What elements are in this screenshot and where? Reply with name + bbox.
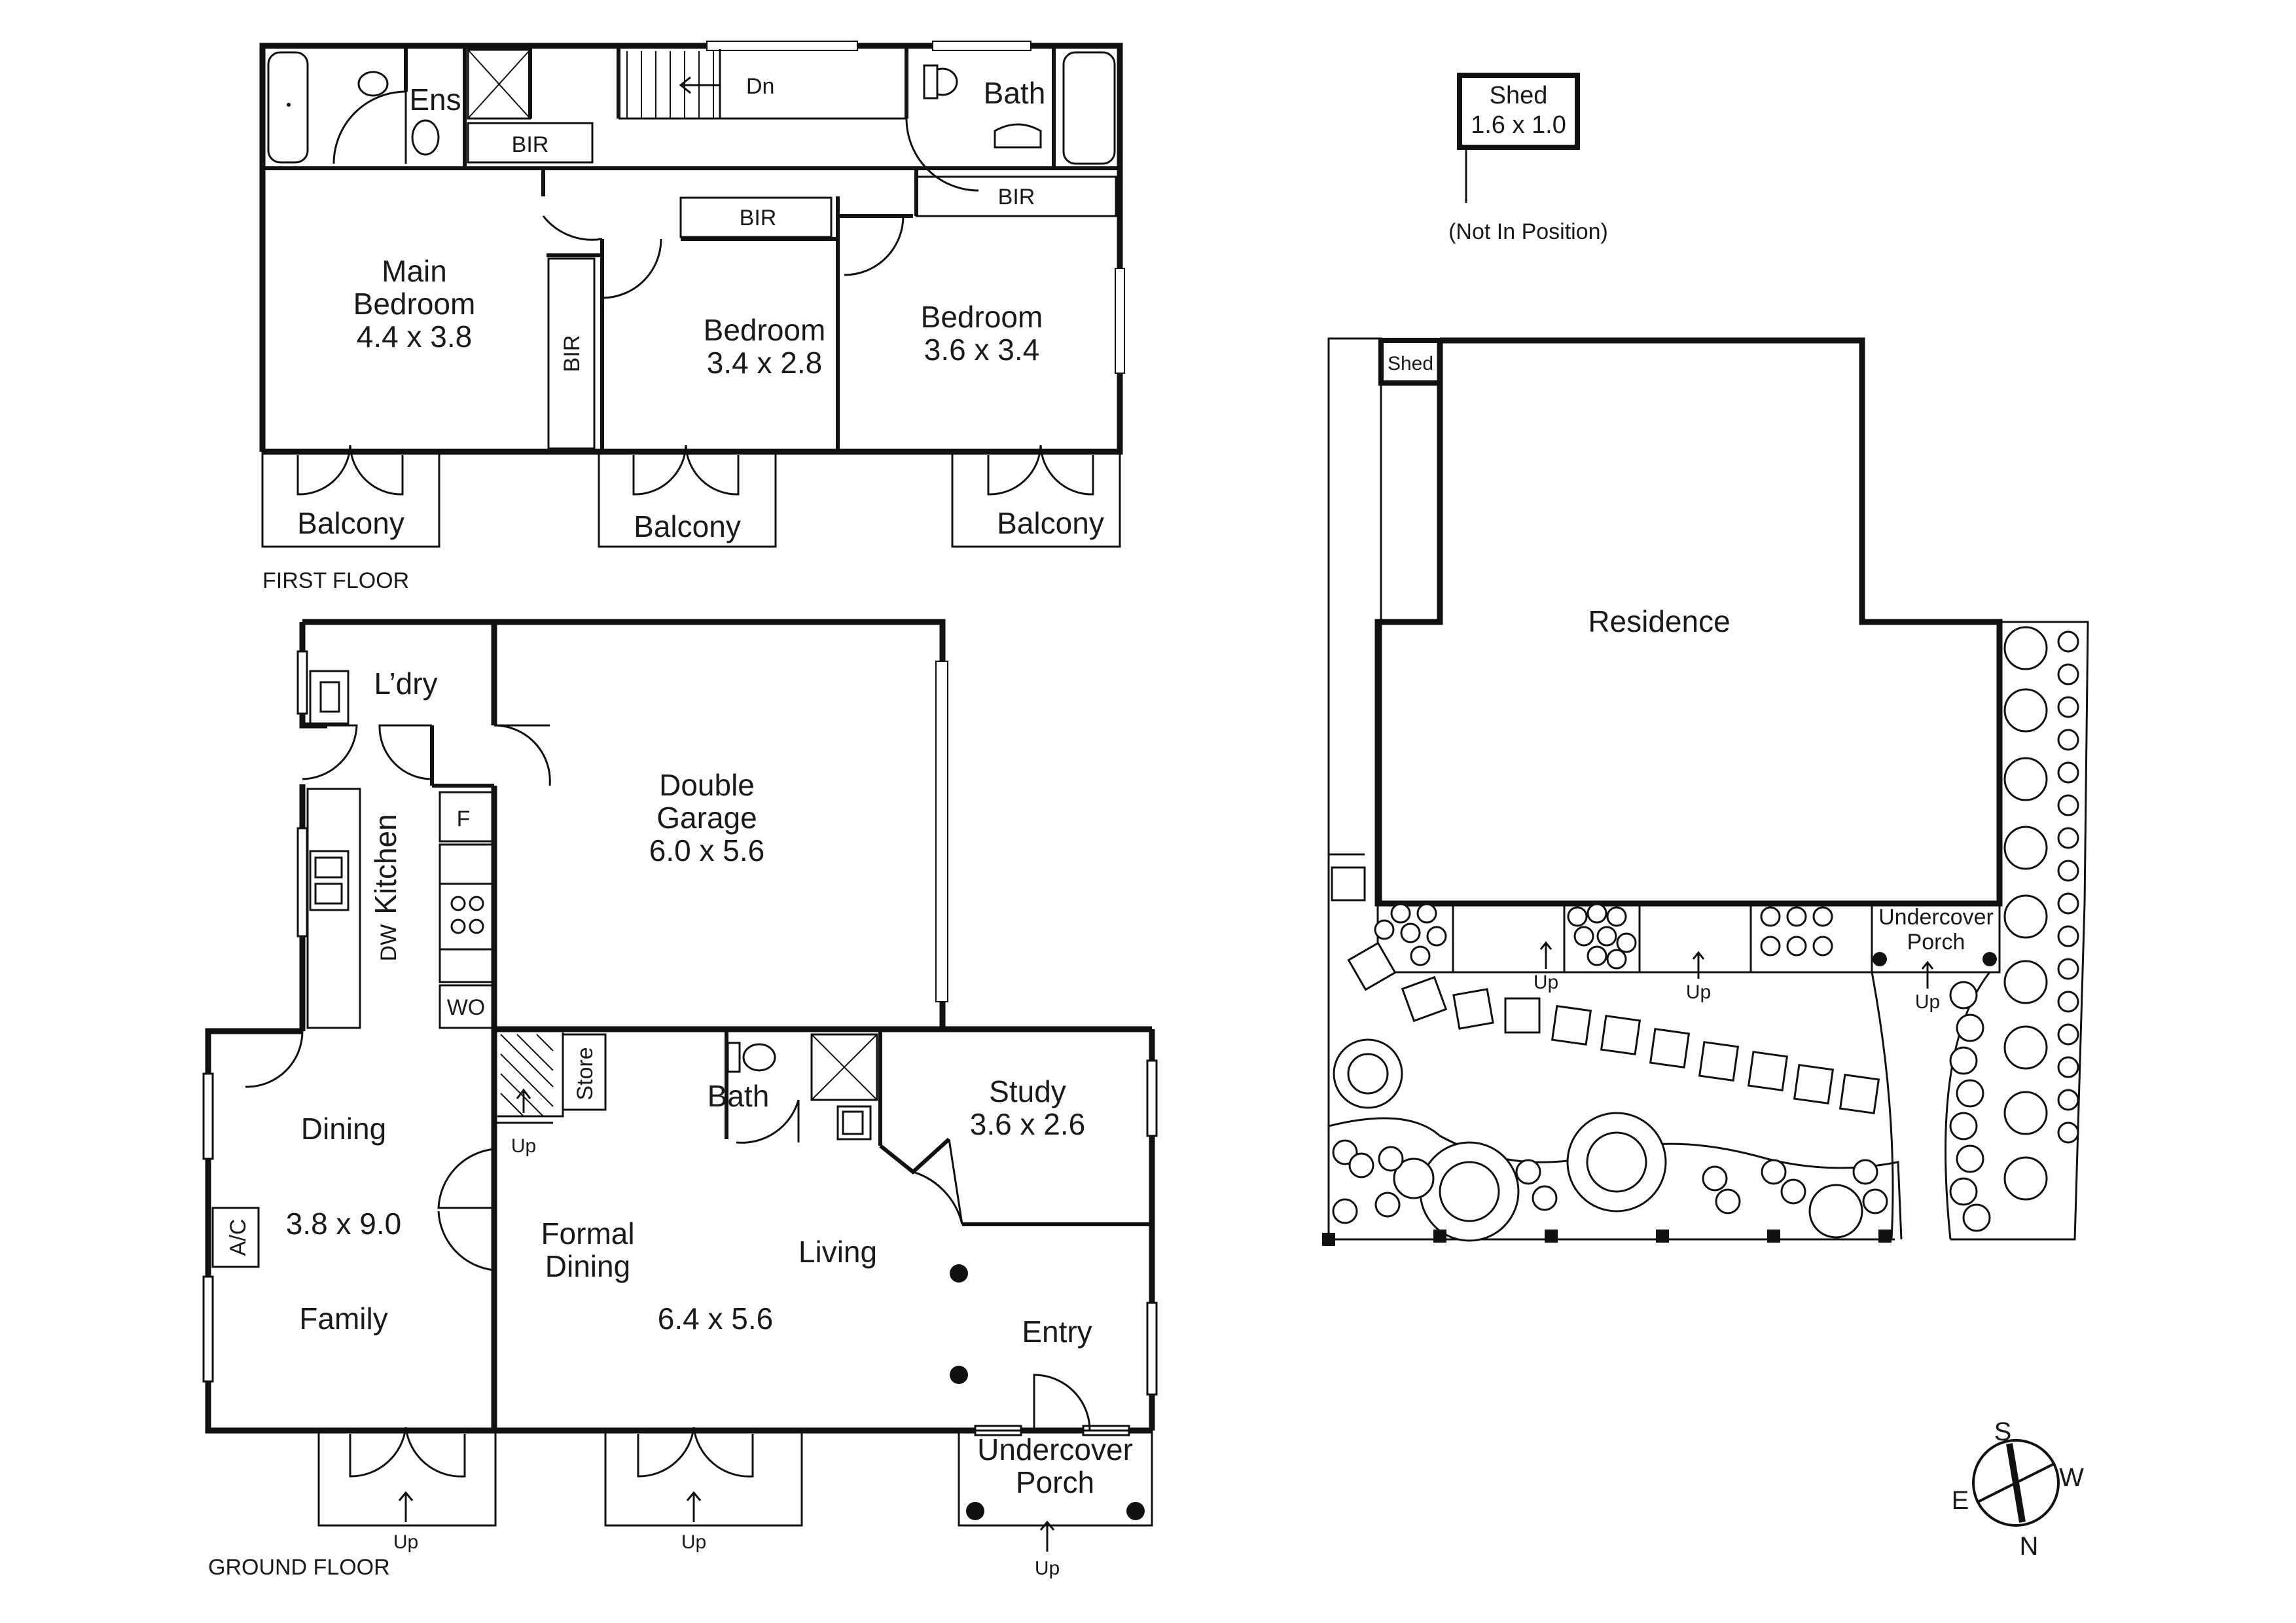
- bath-ground-label: Bath: [708, 1079, 770, 1113]
- garage-size: 6.0 x 5.6: [649, 833, 764, 867]
- family-label: Family: [299, 1302, 387, 1336]
- balcony-label-1: Balcony: [297, 506, 404, 540]
- shed-size: 1.6 x 1.0: [1471, 111, 1566, 139]
- formal-dining-label-1: Formal: [541, 1216, 634, 1250]
- bedroom-3-size: 3.6 x 3.4: [924, 333, 1039, 367]
- entry-label: Entry: [1022, 1315, 1092, 1349]
- bir-label-vertical: BIR: [560, 335, 584, 373]
- ac-label: A/C: [226, 1219, 251, 1256]
- small-shed-label: Shed: [1388, 353, 1433, 374]
- bedroom-2-size: 3.4 x 2.8: [707, 346, 822, 380]
- porch-label-2: Porch: [1016, 1465, 1094, 1499]
- living-label: Living: [798, 1235, 877, 1269]
- dining-label: Dining: [301, 1112, 386, 1146]
- wall-oven-label: WO: [447, 995, 486, 1020]
- study-label: Study: [989, 1074, 1066, 1108]
- site-up-label-1: Up: [1534, 972, 1558, 993]
- family-up-label: Up: [393, 1531, 418, 1553]
- stair-up-label: Up: [511, 1135, 536, 1157]
- study-size: 3.6 x 2.6: [970, 1107, 1085, 1141]
- garage-label-1: Double: [659, 768, 755, 802]
- compass-n: N: [2020, 1532, 2039, 1561]
- site-up-label-3: Up: [1915, 991, 1940, 1013]
- fridge-label: F: [457, 807, 471, 831]
- bedroom-3-label: Bedroom: [921, 300, 1043, 334]
- dishwasher-label: DW: [376, 924, 401, 962]
- formal-dining-label-2: Dining: [545, 1249, 630, 1283]
- main-bedroom-label-2: Bedroom: [353, 287, 476, 321]
- garage-label-2: Garage: [656, 801, 757, 835]
- site-up-label-2: Up: [1686, 981, 1711, 1003]
- border-tree-icon: [1949, 626, 2079, 1232]
- first-floor-plan: Ens Bath Dn BIR BIR BIR BIR Main Bedroom…: [259, 41, 1125, 593]
- bath-label: Bath: [984, 76, 1046, 110]
- dining-size: 3.8 x 9.0: [286, 1207, 401, 1241]
- compass-e: E: [1952, 1486, 1969, 1515]
- main-bedroom-label-1: Main: [382, 254, 447, 288]
- porch-label-1: Undercover: [977, 1432, 1133, 1467]
- shrub-icon: [1332, 903, 1888, 1224]
- residence-label: Residence: [1588, 604, 1730, 638]
- dn-label: Dn: [746, 74, 774, 99]
- compass-w: W: [2059, 1463, 2084, 1492]
- bir-label-mid: BIR: [740, 206, 777, 230]
- large-tree-icon: [1333, 1038, 1863, 1242]
- bir-label-right: BIR: [998, 185, 1035, 210]
- shed-title: Shed: [1490, 82, 1548, 109]
- main-bedroom-size: 4.4 x 3.8: [357, 319, 472, 354]
- site-plan: Shed 1.6 x 1.0 (Not In Position) Shed Re…: [1322, 73, 2089, 1246]
- store-label: Store: [573, 1047, 598, 1100]
- ens-label: Ens: [409, 82, 461, 117]
- compass-icon: S W E N: [1952, 1417, 2084, 1561]
- living-size: 6.4 x 5.6: [658, 1302, 773, 1336]
- laundry-label: L’dry: [374, 666, 437, 701]
- shed-note: (Not In Position): [1448, 219, 1608, 244]
- site-porch-label-1: Undercover: [1878, 905, 1994, 930]
- balcony-label-2: Balcony: [634, 509, 741, 543]
- living-up-label: Up: [681, 1531, 706, 1553]
- balcony-label-3: Balcony: [997, 506, 1104, 540]
- kitchen-label: Kitchen: [368, 814, 403, 914]
- site-porch-label-2: Porch: [1907, 930, 1965, 955]
- bir-label-ens: BIR: [512, 132, 549, 157]
- porch-up-label: Up: [1035, 1558, 1060, 1579]
- ground-floor-plan: L’dry Kitchen F DW WO Double Garage 6.0 …: [202, 619, 1158, 1580]
- ground-floor-caption: GROUND FLOOR: [208, 1555, 390, 1580]
- bedroom-2-label: Bedroom: [704, 313, 826, 347]
- first-floor-caption: FIRST FLOOR: [262, 568, 409, 593]
- compass-s: S: [1994, 1417, 2012, 1446]
